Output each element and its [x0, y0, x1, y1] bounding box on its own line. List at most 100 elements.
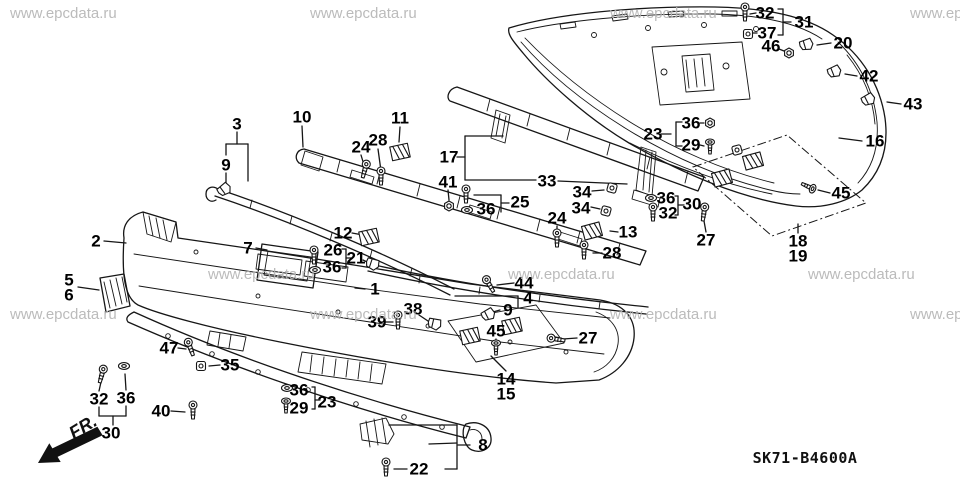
part-label-40[interactable]: 40: [152, 402, 171, 421]
part-label-7[interactable]: 7: [243, 239, 252, 258]
part-label-26[interactable]: 26: [324, 241, 343, 260]
grommet-icon: [605, 181, 619, 195]
part-label-36[interactable]: 36: [117, 389, 136, 408]
part-label-32[interactable]: 32: [756, 4, 775, 23]
part-label-38[interactable]: 38: [404, 300, 423, 319]
fr-direction-arrow: FR.: [38, 411, 103, 463]
part-label-20[interactable]: 20: [834, 34, 853, 53]
part-label-46[interactable]: 46: [762, 37, 781, 56]
part-label-17[interactable]: 17: [440, 148, 459, 167]
part-label-42[interactable]: 42: [860, 67, 879, 86]
part-label-13[interactable]: 13: [619, 223, 638, 242]
lower-skirt: [126, 311, 492, 452]
leader-line: [398, 126, 401, 143]
part-label-36[interactable]: 36: [682, 114, 701, 133]
part-label-21[interactable]: 21: [347, 249, 366, 268]
part-label-35[interactable]: 35: [221, 356, 240, 375]
leader-line: [490, 355, 507, 372]
part-label-9[interactable]: 9: [503, 301, 512, 320]
clip-icon: [426, 315, 444, 332]
part-label-30[interactable]: 30: [102, 424, 121, 443]
part-label-14[interactable]: 14: [497, 370, 516, 389]
watermark-text: www.epcdata.ru: [309, 306, 417, 323]
part-label-47[interactable]: 47: [160, 339, 179, 358]
bolt-icon: [95, 363, 109, 385]
part-label-28[interactable]: 28: [369, 131, 388, 150]
part-label-18[interactable]: 18: [789, 232, 808, 251]
bumper-upper-strip: [205, 186, 455, 296]
part-label-2[interactable]: 2: [91, 232, 100, 251]
part-label-15[interactable]: 15: [497, 385, 516, 404]
leader-line: [428, 442, 458, 445]
part-label-5[interactable]: 5: [64, 271, 73, 290]
part-label-3[interactable]: 3: [232, 115, 241, 134]
part-label-44[interactable]: 44: [515, 274, 534, 293]
part-label-23[interactable]: 23: [644, 125, 663, 144]
bolt-icon: [461, 184, 471, 204]
part-label-32[interactable]: 32: [659, 204, 678, 223]
leader-line: [418, 314, 429, 322]
part-label-27[interactable]: 27: [697, 231, 716, 250]
rear-bumper-beam: [447, 86, 705, 208]
leader-line: [103, 240, 127, 244]
part-label-32[interactable]: 32: [90, 390, 109, 409]
part-label-37[interactable]: 37: [758, 24, 777, 43]
part-label-11[interactable]: 11: [391, 109, 409, 128]
leader-line: [844, 73, 858, 77]
part-icons-layer: [95, 2, 877, 477]
leader-line: [255, 247, 268, 251]
part-label-27[interactable]: 27: [579, 329, 598, 348]
bolt-icon: [381, 457, 391, 477]
part-label-36[interactable]: 36: [657, 189, 676, 208]
part-label-24[interactable]: 24: [548, 209, 567, 228]
part-label-25[interactable]: 25: [511, 193, 530, 212]
part-label-28[interactable]: 28: [603, 244, 622, 263]
front-bumper-face: [122, 211, 635, 385]
part-label-34[interactable]: 34: [573, 183, 592, 202]
part-label-9[interactable]: 9: [221, 156, 230, 175]
part-label-36[interactable]: 36: [323, 258, 342, 277]
washer-icon: [644, 194, 658, 202]
part-label-45[interactable]: 45: [832, 184, 851, 203]
part-label-36[interactable]: 36: [290, 381, 309, 400]
watermark-text: www.epcdata.ru: [909, 5, 960, 22]
part-label-23[interactable]: 23: [318, 393, 337, 412]
part-label-8[interactable]: 8: [478, 436, 487, 455]
part-label-12[interactable]: 12: [334, 224, 353, 243]
bolt-icon: [579, 240, 589, 260]
group-outline-boxes: [447, 134, 867, 363]
leader-line: [496, 282, 515, 286]
part-label-36[interactable]: 36: [477, 200, 496, 219]
part-label-31[interactable]: 31: [795, 13, 814, 32]
watermark-layer: www.epcdata.ru www.epcdata.ru www.epcdata.…: [9, 5, 960, 323]
part-label-16[interactable]: 16: [866, 132, 885, 151]
leader-line: [816, 42, 832, 46]
clip-icon: [479, 306, 497, 323]
part-label-30[interactable]: 30: [683, 195, 702, 214]
nut-icon: [784, 47, 794, 59]
part-label-29[interactable]: 29: [290, 399, 309, 418]
part-label-33[interactable]: 33: [538, 172, 557, 191]
part-label-10[interactable]: 10: [293, 108, 312, 127]
leader-line: [170, 410, 186, 413]
part-label-43[interactable]: 43: [904, 95, 923, 114]
bolt-icon: [376, 166, 386, 186]
washer-icon: [117, 362, 131, 370]
part-label-41[interactable]: 41: [439, 173, 458, 192]
part-label-45[interactable]: 45: [487, 322, 506, 341]
part-label-22[interactable]: 22: [410, 460, 429, 479]
part-label-24[interactable]: 24: [352, 138, 371, 157]
part-label-34[interactable]: 34: [572, 199, 591, 218]
part-label-6[interactable]: 6: [64, 286, 73, 305]
grommet-icon: [742, 28, 754, 40]
part-label-19[interactable]: 19: [789, 247, 808, 266]
part-label-1[interactable]: 1: [370, 280, 379, 299]
clip-icon: [215, 180, 234, 198]
part-label-29[interactable]: 29: [682, 136, 701, 155]
part-label-39[interactable]: 39: [368, 313, 387, 332]
watermark-text: www.epcdata.ru: [9, 5, 117, 22]
part-label-4[interactable]: 4: [523, 289, 533, 308]
watermark-text: www.epcdata.ru: [609, 306, 717, 323]
